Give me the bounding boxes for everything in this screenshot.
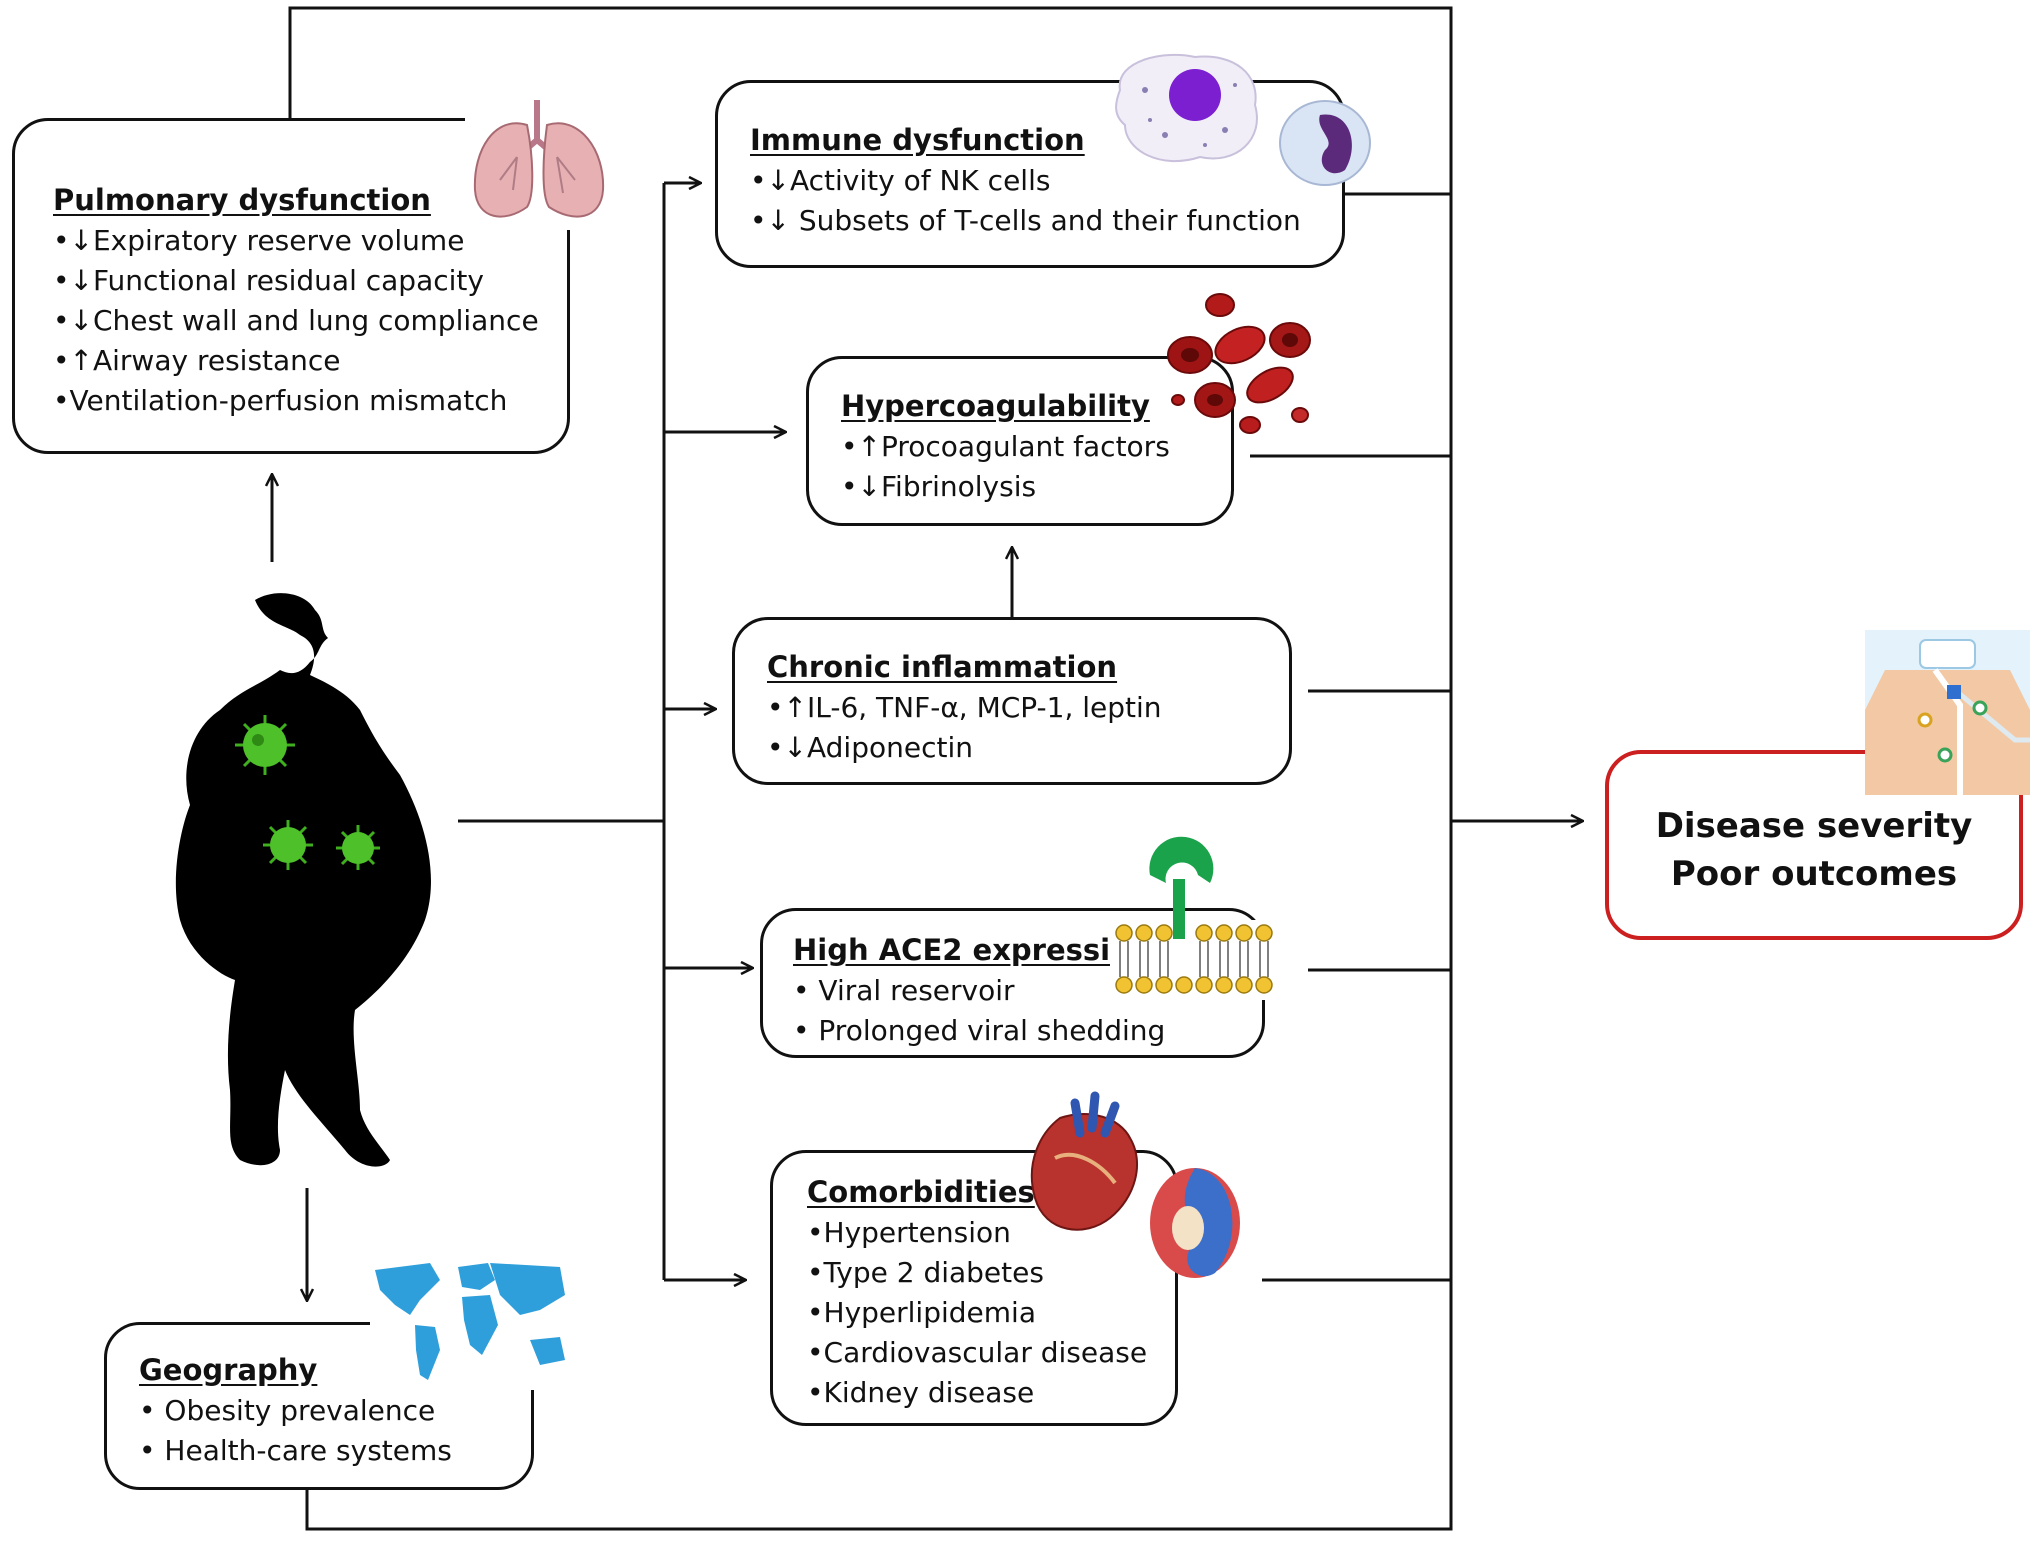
- chronic-inflammation-box: Chronic inflammation •↑IL-6, TNF-α, MCP-…: [732, 617, 1292, 785]
- geography-item: • Health-care systems: [139, 1434, 452, 1467]
- immune-title: Immune dysfunction: [750, 123, 1085, 157]
- pulmonary-item: •↓Expiratory reserve volume: [53, 224, 465, 257]
- immune-cells-icon: [1115, 53, 1371, 186]
- hypercoag-item: •↓Fibrinolysis: [841, 470, 1037, 503]
- pulmonary-title: Pulmonary dysfunction: [53, 183, 431, 217]
- ace2-expression-box: High ACE2 expression • Viral reservoir •…: [760, 908, 1265, 1058]
- comorbidities-item: •Hypertension: [807, 1216, 1011, 1249]
- pulmonary-item: •↓Chest wall and lung compliance: [53, 304, 539, 337]
- cell-membrane-receptor-icon: [1110, 836, 1285, 1000]
- pulmonary-item: •↑Airway resistance: [53, 344, 341, 377]
- hypercoagulability-box: Hypercoagulability •↑Procoagulant factor…: [806, 356, 1234, 526]
- ace2-item: • Prolonged viral shedding: [793, 1014, 1166, 1047]
- geography-item: • Obesity prevalence: [139, 1394, 436, 1427]
- comorbidities-item: •Hyperlipidemia: [807, 1296, 1036, 1329]
- outcome-line-1: Disease severity: [1655, 806, 1973, 846]
- world-map-icon: [370, 1255, 570, 1390]
- pulmonary-item: •Ventilation-perfusion mismatch: [53, 384, 508, 417]
- inflammation-item: •↑IL-6, TNF-α, MCP-1, leptin: [767, 691, 1162, 724]
- hypercoag-list: •↑Procoagulant factors •↓Fibrinolysis: [841, 427, 1170, 507]
- ace2-item: • Viral reservoir: [793, 974, 1015, 1007]
- comorbidities-list: •Hypertension •Type 2 diabetes •Hyperlip…: [807, 1213, 1147, 1413]
- inflammation-list: •↑IL-6, TNF-α, MCP-1, leptin •↓Adiponect…: [767, 688, 1162, 768]
- inflammation-title: Chronic inflammation: [767, 650, 1118, 684]
- outcome-box: Disease severity Poor outcomes: [1605, 750, 2023, 940]
- ace2-title: High ACE2 expression: [793, 933, 1151, 967]
- geography-title: Geography: [139, 1353, 318, 1387]
- virus-icon: [235, 715, 295, 775]
- inflammation-item: •↓Adiponectin: [767, 731, 973, 764]
- pulmonary-item: •↓Functional residual capacity: [53, 264, 484, 297]
- comorbidities-box: Comorbidities •Hypertension •Type 2 diab…: [770, 1150, 1178, 1426]
- outcome-line-2: Poor outcomes: [1670, 854, 1958, 894]
- immune-item: •↓ Subsets of T-cells and their function: [750, 204, 1301, 237]
- hypercoag-item: •↑Procoagulant factors: [841, 430, 1170, 463]
- comorbidities-item: •Type 2 diabetes: [807, 1256, 1044, 1289]
- geography-list: • Obesity prevalence • Health-care syste…: [139, 1391, 452, 1471]
- immune-item: •↓Activity of NK cells: [750, 164, 1051, 197]
- pulmonary-dysfunction-box: Pulmonary dysfunction •↓Expiratory reser…: [12, 118, 570, 454]
- lungs-icon: [465, 95, 615, 230]
- hypercoag-title: Hypercoagulability: [841, 389, 1150, 423]
- outer-feedback-line: [288, 6, 1453, 1531]
- patient-ventilator-icon: [1865, 630, 2030, 795]
- heart-kidney-icon: [1030, 1091, 1240, 1278]
- virus-icon: [263, 820, 313, 870]
- ace2-list: • Viral reservoir • Prolonged viral shed…: [793, 971, 1165, 1051]
- comorbidities-item: •Cardiovascular disease: [807, 1336, 1148, 1369]
- immune-list: •↓Activity of NK cells •↓ Subsets of T-c…: [750, 161, 1301, 241]
- virus-icon: [336, 825, 380, 870]
- comorbidities-title: Comorbidities: [807, 1175, 1035, 1209]
- pulmonary-list: •↓Expiratory reserve volume •↓Functional…: [53, 221, 539, 421]
- comorbidities-item: •Kidney disease: [807, 1376, 1035, 1409]
- red-blood-cells-icon: [1167, 293, 1311, 434]
- obese-person-with-virus-icon: [175, 593, 431, 1167]
